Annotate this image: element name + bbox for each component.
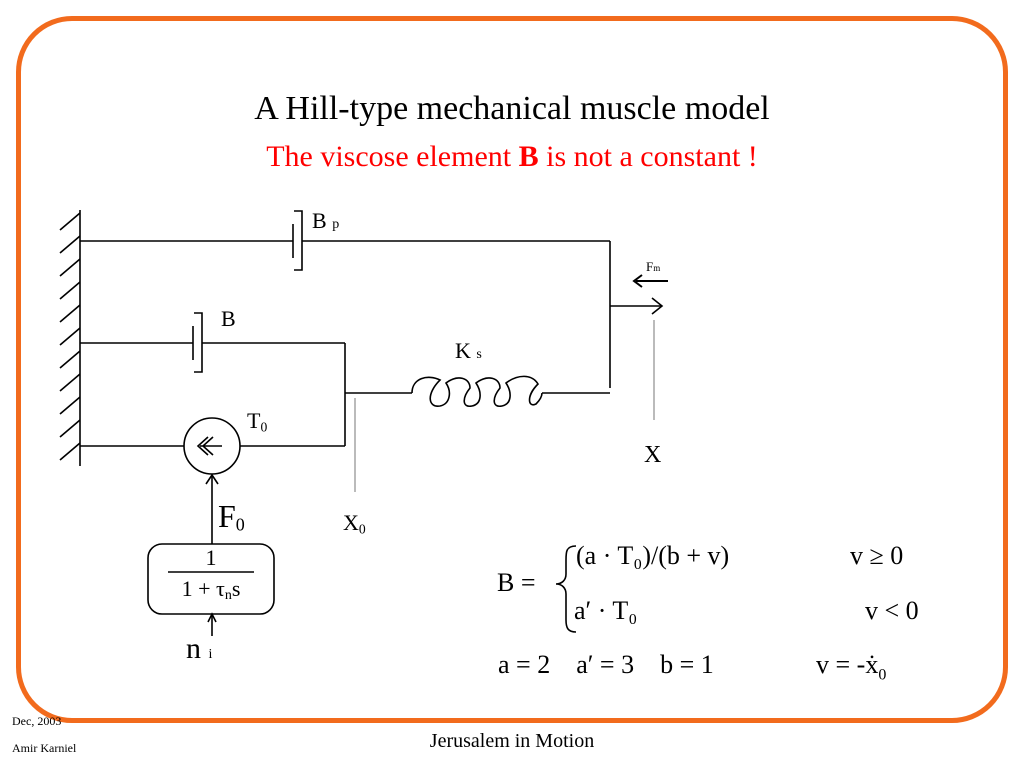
transfer-function-box bbox=[147, 543, 275, 615]
footer-date: Dec, 2003 bbox=[12, 714, 62, 728]
equation-case1-expr: (a · T₀)/(b + v) bbox=[576, 541, 730, 570]
equation-lhs: B = bbox=[497, 568, 536, 597]
label-x0: X0 bbox=[343, 510, 366, 537]
label-ni-main: n bbox=[186, 632, 201, 665]
tf-s: s bbox=[231, 576, 241, 601]
label-fm: Fm bbox=[646, 259, 660, 275]
subtitle-text: The viscose element bbox=[266, 140, 519, 173]
equation-brace bbox=[555, 545, 577, 633]
subtitle-text-end: is not a constant ! bbox=[538, 140, 758, 173]
label-f0-sub: 0 bbox=[235, 514, 245, 535]
force-source-t0 bbox=[80, 417, 345, 475]
slide-subtitle: The viscose element B is not a constant … bbox=[0, 140, 1024, 174]
footer-center: Jerusalem in Motion bbox=[429, 730, 595, 752]
label-fm-main: F bbox=[646, 259, 654, 274]
label-ks-main: K bbox=[455, 338, 471, 363]
equation-v-def-sub: 0 bbox=[878, 666, 887, 684]
subtitle-bold: B bbox=[518, 140, 539, 173]
label-f0: F0 bbox=[218, 498, 245, 536]
label-fm-sub: m bbox=[653, 263, 661, 273]
label-b: B bbox=[221, 306, 236, 331]
label-x: X bbox=[644, 442, 662, 468]
label-bp: B p bbox=[312, 208, 339, 234]
equation-v-def-main: v = -ẋ bbox=[816, 650, 879, 679]
slide-frame bbox=[16, 16, 1008, 723]
tf-numerator: 1 bbox=[205, 545, 217, 570]
output-arrow bbox=[610, 297, 664, 315]
ni-arrow bbox=[207, 612, 217, 636]
footer-author: Amir Karniel bbox=[12, 741, 77, 755]
label-t0-main: T bbox=[247, 408, 261, 433]
label-bp-sub: p bbox=[332, 217, 340, 232]
label-f0-main: F bbox=[218, 498, 236, 534]
label-ks: K s bbox=[455, 338, 482, 364]
label-t0: T0 bbox=[247, 408, 267, 435]
tf-den-left: 1 + bbox=[181, 576, 216, 601]
f0-arrow bbox=[205, 473, 219, 544]
equation-case2-expr: a′ · T₀ bbox=[574, 596, 638, 625]
wall-hatching bbox=[59, 212, 81, 461]
damper-bp bbox=[80, 210, 610, 271]
tf-tau: τ bbox=[216, 576, 225, 601]
label-t0-sub: 0 bbox=[260, 419, 268, 435]
tf-tau-sub: n bbox=[224, 587, 232, 603]
equation-params: a = 2 a′ = 3 b = 1 bbox=[498, 650, 714, 679]
equation-case1-cond: v ≥ 0 bbox=[850, 541, 904, 570]
tf-denominator: 1 + τns bbox=[148, 576, 274, 604]
equation-v-def: v = -ẋ0 bbox=[816, 650, 886, 684]
slide-title: A Hill-type mechanical muscle model bbox=[254, 90, 770, 127]
label-ks-sub: s bbox=[476, 347, 482, 362]
label-ni: n i bbox=[186, 632, 212, 666]
fm-arrow bbox=[632, 274, 668, 288]
label-ni-sub: i bbox=[208, 647, 213, 662]
spring-ks bbox=[345, 375, 610, 408]
damper-b bbox=[80, 312, 345, 373]
label-bp-main: B bbox=[312, 208, 327, 233]
equation-case2-cond: v < 0 bbox=[865, 596, 919, 625]
label-x0-main: X bbox=[343, 510, 359, 535]
label-x0-sub: 0 bbox=[358, 521, 366, 537]
